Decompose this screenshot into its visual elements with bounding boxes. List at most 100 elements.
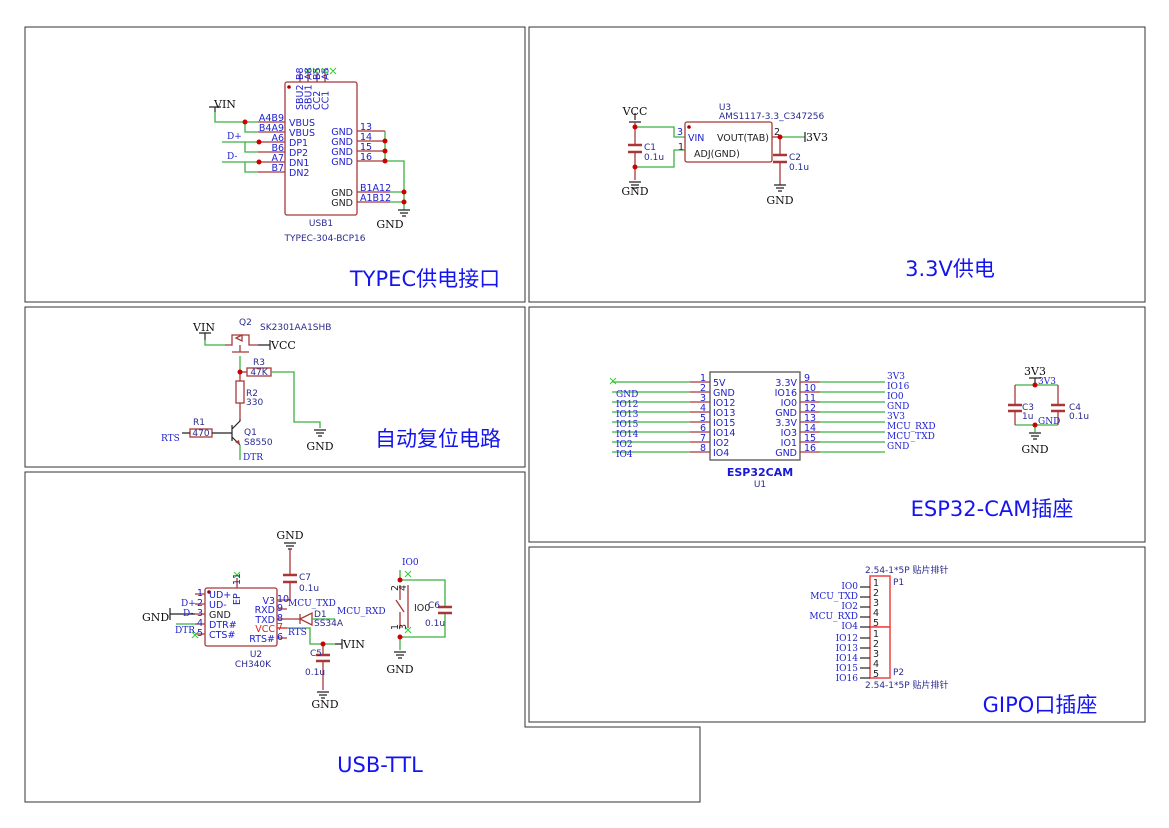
u2-right-pin-num: 8 (277, 613, 283, 624)
esp-left-pin-num: 5 (700, 413, 706, 424)
esp-right-pin-name: IO0 (781, 398, 797, 409)
esp-left-net-label: IO14 (616, 430, 639, 440)
esp-left-net-label: GND (616, 390, 638, 400)
net-label-dm: D- (227, 152, 237, 162)
esp-right-net-label: GND (887, 442, 909, 452)
esp-left-pin-name: IO15 (713, 418, 735, 429)
esp-left-pin-num: 1 (700, 373, 706, 384)
usbttl-c7-value-label: 0.1u (299, 584, 319, 594)
gpio-p2-value-label: 2.54-1*5P 贴片排针 (865, 679, 949, 691)
u2-left-pin-num: 1 (197, 588, 203, 599)
net-label-gnd: GND (276, 529, 303, 542)
net-label-3v3-small: 3V3 (1038, 377, 1056, 387)
net-label-dtr: DTR (175, 626, 195, 636)
usb1-left-pin-name: DN1 (289, 158, 309, 169)
switch-label: IO0 (414, 603, 430, 614)
switch-pin-num: 2 (390, 585, 401, 591)
u2-left-pin-name: UD- (209, 600, 227, 611)
esp-value-label: ESP32CAM (727, 466, 793, 479)
u2-left-pin-name: DTR# (209, 620, 237, 631)
esp-left-net-label: IO12 (616, 400, 638, 410)
p1-net-label: IO0 (841, 582, 858, 592)
net-label-vin: VIN (213, 98, 236, 111)
usb1-top-pin-name: CC1 (321, 91, 332, 110)
p2-pin-num: 2 (873, 639, 879, 650)
esp-right-pin-num: 14 (804, 423, 816, 434)
usbttl-c6-ref-label: C6 (428, 601, 440, 611)
ldo-c1-value-label: 0.1u (644, 153, 664, 163)
p2-pin-num: 5 (873, 669, 879, 680)
gpio-p2-ref-label: P2 (893, 668, 904, 678)
p2-pin-num: 4 (873, 659, 879, 670)
usb1-left-pin-num: A7 (271, 153, 284, 164)
usb1-top-pin-name: SBU1 (304, 84, 315, 110)
net-label-vcc: VCC (270, 339, 296, 352)
usb1-right-pin-num: A1B12 (360, 193, 391, 204)
esp-left-pin-num: 4 (700, 403, 706, 414)
ldo-pin-vin-num-label: 3 (677, 127, 683, 138)
usb1-left-pin-name: DN2 (289, 168, 309, 179)
switch-pin-num: 1 (390, 624, 401, 630)
usbttl-u2-ref-label: U2 (250, 650, 262, 660)
esp-right-net-label: 3V3 (887, 412, 905, 422)
esp-right-pin-name: IO16 (775, 388, 797, 399)
u2-right-pin-num: 9 (277, 603, 283, 614)
usb1-right-pin-num: 15 (360, 142, 372, 153)
reset-r2-ref-label: R2 (246, 389, 258, 399)
reset-r1-ref-label: R1 (193, 418, 205, 428)
usb1-top-pin-num: B5 (312, 67, 323, 80)
reset-symbol (182, 332, 326, 460)
panel-gpio (528, 546, 1146, 723)
esp-left-pin-num: 2 (700, 383, 706, 394)
reset-r1-value-label: 470 (192, 429, 209, 439)
u2-left-pin-name: CTS# (209, 630, 235, 641)
reset-q2-value-label: SK2301AA1SHB (260, 323, 331, 333)
net-label-gnd: GND (142, 611, 169, 624)
gpio-symbol (860, 575, 891, 679)
usb1-symbol (209, 67, 410, 217)
net-label-gnd: GND (766, 194, 793, 207)
p2-pin-num: 3 (873, 649, 879, 660)
usb1-top-pin-num: A5 (321, 67, 332, 80)
reset-q1-value-label: S8550 (244, 438, 273, 448)
net-label-gnd: GND (621, 185, 648, 198)
panel-title-usbttl: USB-TTL (337, 753, 423, 777)
usbttl-c5-value-label: 0.1u (305, 668, 325, 678)
usb1-right-pin-num: 13 (360, 122, 372, 133)
esp-c4-ref-label: C4 (1069, 403, 1081, 413)
esp-left-pin-name: GND (713, 388, 735, 399)
panel-typec (24, 26, 526, 303)
ldo-c2-ref-label: C2 (789, 153, 801, 163)
usbttl-d1-ref-label: D1 (314, 610, 327, 620)
esp-c3-value-label: 1u (1022, 412, 1033, 422)
usb1-left-pin-num: B4A9 (259, 123, 284, 134)
esp-left-pin-num: 7 (700, 433, 706, 444)
esp-left-pin-name: IO4 (713, 448, 729, 459)
net-label-vcc: VCC (622, 105, 648, 118)
panel-usbttl (24, 471, 701, 803)
ldo-symbol (628, 113, 806, 192)
usb1-right-pin-num: 16 (360, 152, 372, 163)
panel-ldo (528, 26, 1146, 303)
usbttl-d1-value-label: SS34A (314, 619, 344, 629)
usbttl-c5-ref-label: C5 (310, 649, 322, 659)
p1-net-label: MCU_TXD (810, 592, 858, 602)
ldo-ref-label: U3 (719, 103, 731, 113)
usb1-left-pin-name: DP1 (289, 138, 308, 149)
usb1-left-pin-num: B7 (271, 163, 284, 174)
u2-right-pin-name: RTS# (249, 634, 275, 645)
esp-right-pin-num: 16 (804, 443, 816, 454)
panel-title-ldo: 3.3V供电 (905, 257, 995, 281)
p1-net-label: IO4 (841, 622, 858, 632)
esp-right-net-label: MCU_RXD (887, 422, 936, 432)
esp-left-pin-num: 6 (700, 423, 706, 434)
u2-right-pin-name: VCC (255, 624, 275, 635)
gpio-p1-ref-label: P1 (893, 578, 904, 588)
esp-right-pin-num: 15 (804, 433, 816, 444)
u2-ep-pin-name: EP (232, 593, 243, 605)
esp-right-pin-num: 11 (804, 393, 816, 404)
net-label-dtr: DTR (243, 453, 263, 463)
p1-net-label: IO2 (841, 602, 858, 612)
